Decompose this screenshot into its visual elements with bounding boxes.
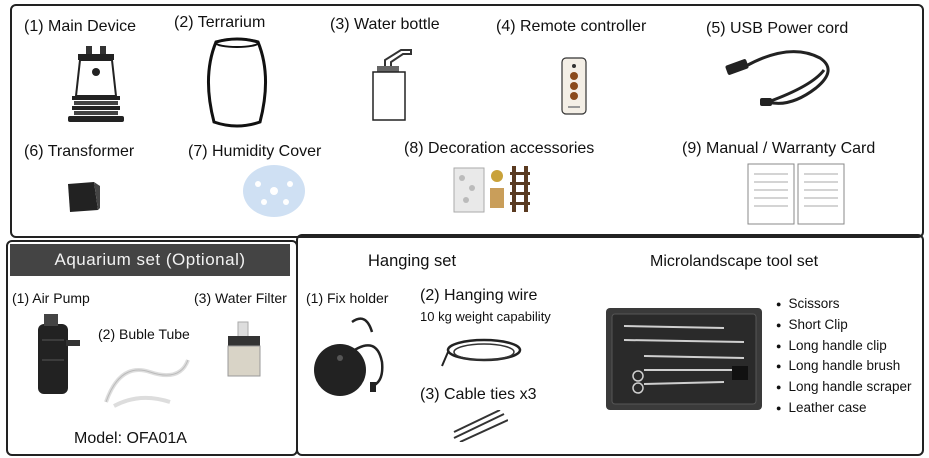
model-number: Model: OFA01A xyxy=(74,430,187,447)
bubble-tube-icon xyxy=(104,359,190,408)
main-device-label: (1) Main Device xyxy=(24,18,137,35)
tool-item: Long handle clip xyxy=(776,336,912,357)
cable-ties-label: (3) Cable ties x3 xyxy=(420,386,537,403)
usb-cord-icon xyxy=(725,50,830,106)
transformer-label: (6) Transformer xyxy=(24,143,135,160)
tool-item: Long handle scraper xyxy=(776,377,911,398)
tool-item: Leather case xyxy=(776,398,912,419)
usb-cord-label: (5) USB Power cord xyxy=(706,20,849,37)
terrarium-label: (2) Terrarium xyxy=(174,14,266,31)
tool-set-title: Microlandscape tool set xyxy=(650,253,819,270)
hanging-wire-label: (2) Hanging wire xyxy=(420,287,538,304)
cable-ties-icon xyxy=(453,410,508,442)
water-bottle-icon xyxy=(372,49,412,121)
tool-item: Short Clip xyxy=(776,315,912,336)
transformer-icon xyxy=(68,182,100,212)
terrarium-icon xyxy=(207,37,267,128)
remote-controller-icon xyxy=(561,57,587,115)
decoration-accessories-label: (8) Decoration accessories xyxy=(404,140,595,157)
fix-holder-icon xyxy=(314,317,384,396)
main-device-icon xyxy=(68,46,124,122)
water-filter-label: (3) Water Filter xyxy=(194,290,287,306)
manual-card-icon xyxy=(747,163,845,225)
tool-list: Scissors Short Clip Long handle clip Lon… xyxy=(776,294,912,419)
air-pump-label: (1) Air Pump xyxy=(12,290,90,306)
tool-item: Scissors xyxy=(776,294,912,315)
manual-card-label: (9) Manual / Warranty Card xyxy=(682,140,876,157)
hanging-set-title: Hanging set xyxy=(368,252,457,270)
water-bottle-label: (3) Water bottle xyxy=(330,16,440,33)
main-contents-frame xyxy=(10,4,924,238)
fix-holder-label: (1) Fix holder xyxy=(306,290,389,306)
accessories-frame xyxy=(296,234,924,456)
decoration-accessories-icon xyxy=(453,166,530,213)
hanging-wire-icon xyxy=(441,338,522,367)
hanging-wire-note: 10 kg weight capability xyxy=(420,309,551,324)
remote-controller-label: (4) Remote controller xyxy=(496,18,647,35)
tool-item: Long handle brush xyxy=(776,356,912,377)
bubble-tube-label: (2) Buble Tube xyxy=(98,326,190,342)
tool-case-icon xyxy=(606,308,762,410)
aquarium-title: Aquarium set (Optional) xyxy=(10,244,290,276)
humidity-cover-icon xyxy=(243,165,305,217)
water-filter-icon xyxy=(227,321,261,377)
air-pump-icon xyxy=(38,314,80,394)
humidity-cover-label: (7) Humidity Cover xyxy=(188,143,322,160)
